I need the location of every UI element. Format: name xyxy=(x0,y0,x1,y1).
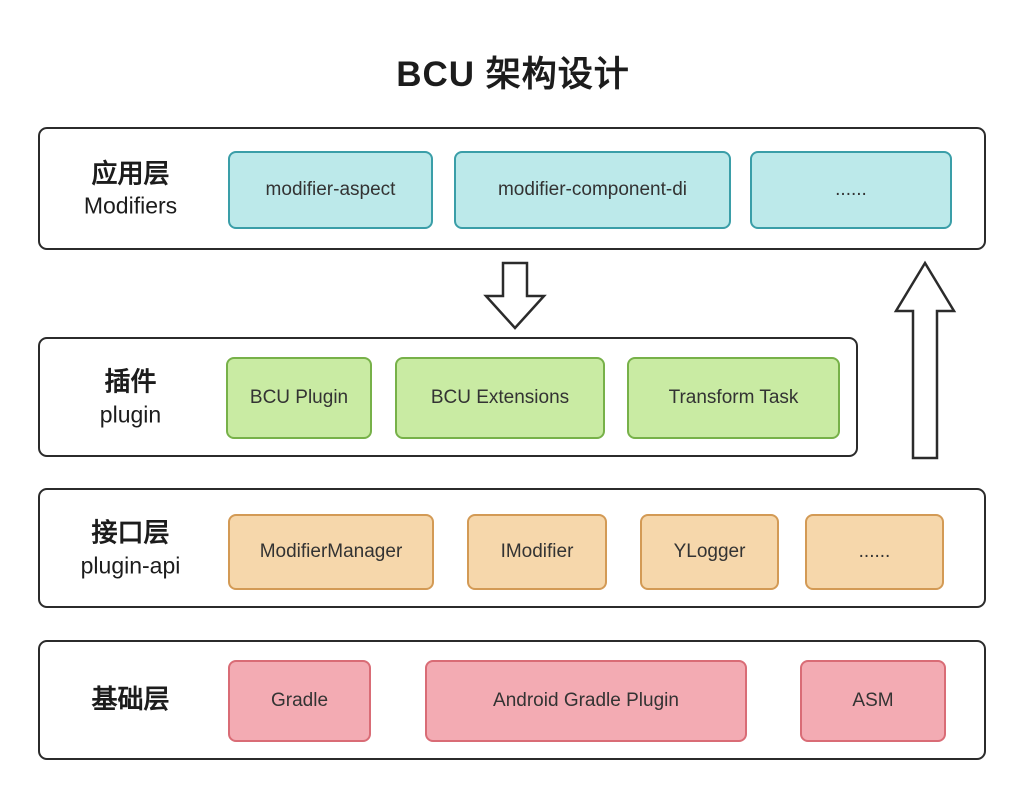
down-arrow-icon xyxy=(483,261,547,330)
layer-plugin-label-en: plugin xyxy=(99,400,162,427)
node-modifier-manager: ModifierManager xyxy=(228,514,434,590)
diagram-title: BCU 架构设计 xyxy=(396,55,630,94)
layer-plugin-api: 接口层 plugin-api ModifierManager IModifier… xyxy=(38,488,986,608)
layer-plugin-label: 插件 plugin xyxy=(48,365,213,428)
node-application-ellipsis: ...... xyxy=(750,151,952,229)
layer-base-label-cn: 基础层 xyxy=(91,683,170,714)
node-android-gradle-plugin: Android Gradle Plugin xyxy=(425,660,747,742)
node-modifier-component-di: modifier-component-di xyxy=(454,151,731,229)
node-modifier-aspect: modifier-aspect xyxy=(228,151,433,229)
layer-plugin-label-cn: 插件 xyxy=(104,366,157,397)
layer-plugin-api-label-cn: 接口层 xyxy=(91,517,170,548)
layer-application-label-cn: 应用层 xyxy=(91,157,170,188)
layer-plugin-api-label: 接口层 plugin-api xyxy=(48,516,213,579)
node-imodifier: IModifier xyxy=(467,514,607,590)
layer-base-label: 基础层 xyxy=(48,683,213,718)
layer-application-label-en: Modifiers xyxy=(83,192,178,219)
node-gradle: Gradle xyxy=(228,660,371,742)
up-arrow-icon xyxy=(893,260,957,460)
layer-base: 基础层 Gradle Android Gradle Plugin ASM xyxy=(38,640,986,760)
layer-application-label: 应用层 Modifiers xyxy=(48,157,213,220)
layer-plugin-api-label-en: plugin-api xyxy=(80,551,181,578)
node-api-ellipsis: ...... xyxy=(805,514,944,590)
node-transform-task: Transform Task xyxy=(627,357,840,439)
node-bcu-extensions: BCU Extensions xyxy=(395,357,605,439)
node-bcu-plugin: BCU Plugin xyxy=(226,357,372,439)
layer-application: 应用层 Modifiers modifier-aspect modifier-c… xyxy=(38,127,986,250)
node-ylogger: YLogger xyxy=(640,514,779,590)
layer-plugin: 插件 plugin BCU Plugin BCU Extensions Tran… xyxy=(38,337,858,457)
node-asm: ASM xyxy=(800,660,946,742)
